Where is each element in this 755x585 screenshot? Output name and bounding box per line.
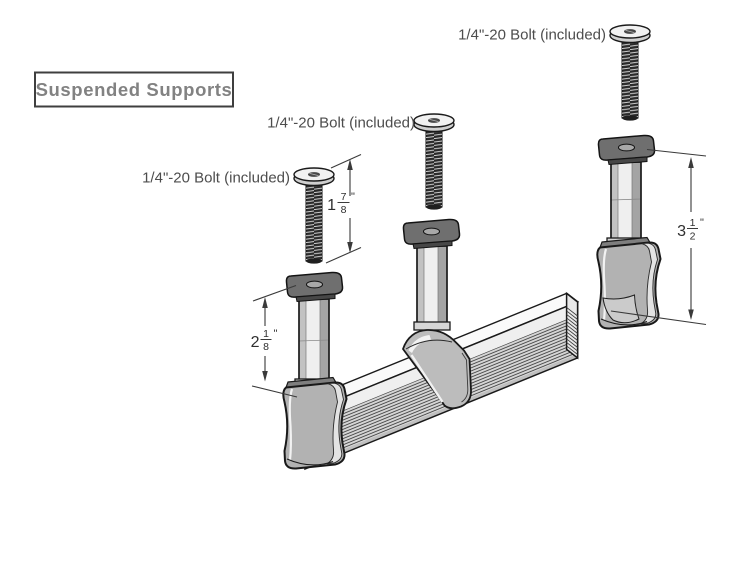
dim-bolt-length-unit: " [351,191,355,203]
support-middle [402,218,472,410]
dim-right-support-whole: 3 [677,223,686,240]
dim-left-post-whole: 2 [251,334,260,351]
support-right-plate [597,134,656,166]
support-left [282,271,348,470]
support-right-post [606,161,646,248]
support-right [596,134,662,330]
support-left-shoe [282,376,348,470]
dimension-right-support-height [610,148,707,326]
support-right-shoe-underside [602,294,640,324]
dim-right-support-denominator: 2 [690,231,696,243]
support-middle-saddle [402,329,472,410]
dim-bolt-length-whole: 1 [327,197,336,214]
dim-right-support-unit: " [700,217,704,229]
dimension-left-post-height [251,284,298,398]
bolt-right-illustration [609,24,651,122]
title-box: Suspended Supports [34,71,234,108]
bolt-middle-illustration [413,113,455,211]
dim-right-support-numerator: 1 [690,217,696,229]
rail-end-cap [565,291,579,360]
bolt-label-middle: 1/4"-20 Bolt (included) [267,115,415,132]
dim-bolt-length-denominator: 8 [341,204,347,216]
support-left-plate [285,271,344,303]
dim-left-post-unit: " [274,328,278,340]
bolt-label-top: 1/4"-20 Bolt (included) [458,27,606,44]
dim-left-post-denominator: 8 [263,341,269,353]
bolt-left-illustration [293,167,335,265]
dimension-bolt-length [325,153,362,264]
support-middle-plate [402,218,461,250]
support-middle-post [413,245,451,331]
dim-bolt-length-numerator: 7 [341,191,347,203]
bolt-label-left: 1/4"-20 Bolt (included) [142,170,290,187]
page-title: Suspended Supports [36,79,233,100]
dim-left-post-numerator: 1 [263,328,269,340]
support-left-post [294,298,334,389]
